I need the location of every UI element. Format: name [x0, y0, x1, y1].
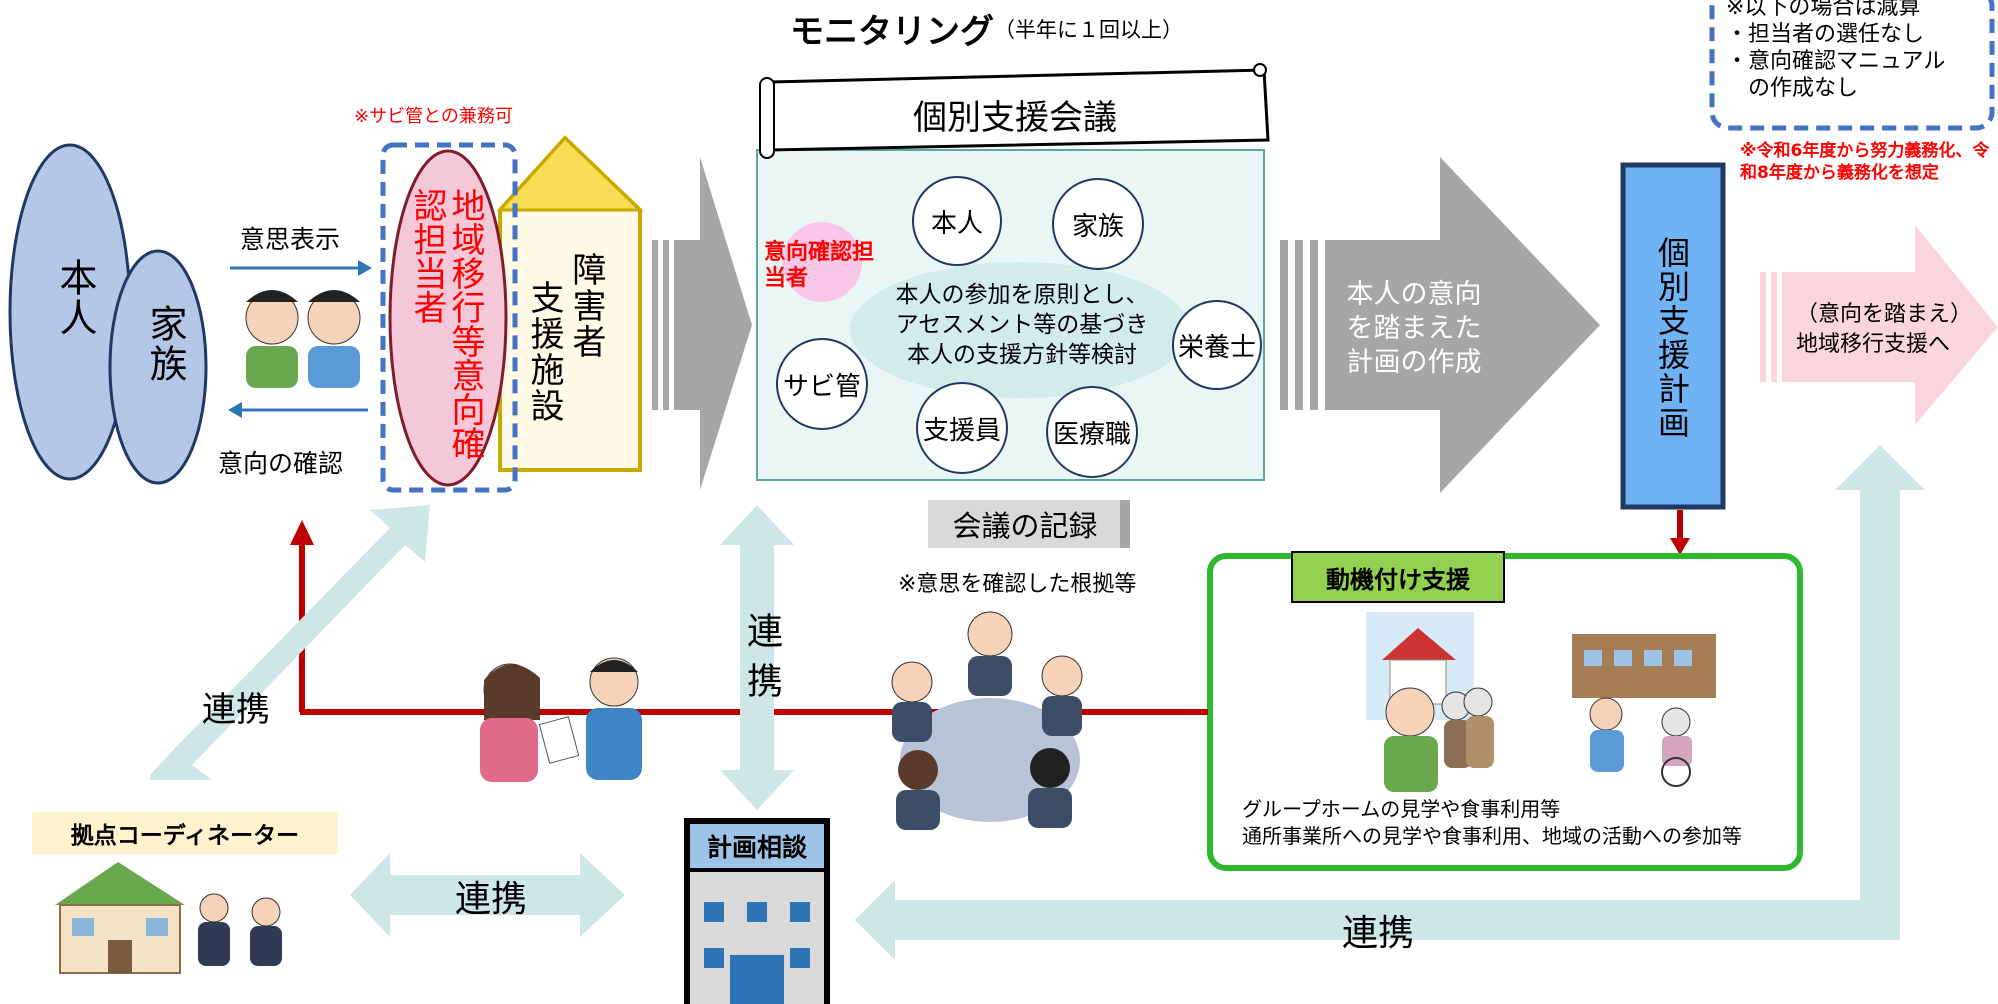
member-self: 本人 — [912, 176, 1002, 266]
sabikan-note: ※サビ管との兼務可 — [354, 106, 513, 127]
officer-ellipse — [388, 149, 508, 487]
officer-frame — [380, 142, 518, 493]
group-home-illustration — [1366, 612, 1494, 792]
cooperation-bottom-left: 連携 — [455, 879, 528, 920]
transition-line: （意向を踏まえ） — [1796, 302, 1973, 327]
coordinator-house-illustration — [55, 862, 185, 974]
member-family: 家族 — [1052, 178, 1144, 270]
officer-label: 地域移行等意向確認担当者 — [407, 188, 485, 460]
reduction-line: の作成なし — [1726, 76, 1859, 101]
teal-arrow-bottom — [855, 445, 1925, 960]
monitoring-title: モニタリング — [790, 12, 994, 52]
motivation-title-bg — [1291, 551, 1505, 603]
reduction-line: ・意向確認マニュアル — [1726, 49, 1946, 74]
family-label: 家族 — [143, 304, 187, 384]
teal-arrow-horizontal — [350, 853, 625, 937]
gray-arrow-1 — [674, 157, 752, 490]
cooperation-vertical: 連携 — [741, 612, 782, 712]
confirm-label: 意向の確認 — [218, 449, 344, 478]
monitoring-note: （半年に１回以上） — [994, 18, 1183, 42]
plan-box — [1620, 162, 1726, 510]
transition-text: （意向を踏まえ） 地域移行支援へ — [1796, 300, 1996, 360]
member-sabikan: サビ管 — [776, 338, 868, 430]
family-ellipse — [108, 249, 208, 485]
plan-arrow-line: 計画の作成 — [1346, 347, 1482, 378]
meeting-officer-label: 意向確認担当者 — [764, 240, 875, 291]
member-nutrition: 栄養士 — [1172, 300, 1262, 390]
reduction-note: ※以下の場合は減算 ・担当者の選任なし ・意向確認マニュアル の作成なし — [1726, 0, 1945, 102]
meeting-table-illustration — [891, 611, 1083, 830]
coordinator-label-bg — [32, 812, 338, 854]
motivation-line: 通所事業所への見学や食事利用、地域の活動への参加等 — [1242, 824, 1742, 848]
transition-arrow-shape — [1782, 225, 1998, 425]
meeting-center-ellipse — [850, 262, 1190, 398]
plan-arrow-text: 本人の意向 を踏まえた 計画の作成 — [1340, 278, 1488, 380]
meeting-title: 個別支援会議 — [913, 97, 1117, 138]
plan-arrow-line: を踏まえた — [1346, 313, 1482, 344]
two-people-talking-illustration — [245, 290, 361, 388]
transition-line: 地域移行支援へ — [1796, 332, 1951, 357]
officer-highlight — [782, 222, 862, 302]
motivation-title: 動機付け支援 — [1326, 565, 1470, 594]
obligation-note: ※令和6年度から努力義務化、令和8年度から義務化を想定 — [1740, 141, 1990, 183]
teal-arrow-vertical — [720, 505, 794, 810]
plan-arrow-shape — [1325, 157, 1600, 493]
facility-label-line1: 障害者 — [566, 252, 606, 360]
consultation-building — [684, 818, 830, 1004]
facility-label-line2: 支援施設 — [524, 280, 564, 424]
meeting-center-line: アセスメント等の基づき — [895, 312, 1149, 338]
reduction-line: ・担当者の選任なし — [1726, 22, 1925, 47]
cooperation-bottom-right: 連携 — [1342, 913, 1415, 954]
expression-label: 意思表示 — [240, 225, 341, 254]
meeting-center-line: 本人の参加を原則とし、 — [895, 282, 1149, 308]
motivation-text: グループホームの見学や食事利用等 通所事業所への見学や食事利用、地域の活動への参… — [1242, 796, 1742, 850]
plan-arrow-line: 本人の意向 — [1346, 279, 1482, 310]
self-label: 本人 — [53, 258, 97, 338]
record-note: ※意思を確認した根拠等 — [898, 572, 1137, 597]
member-medical: 医療職 — [1046, 386, 1138, 478]
reduction-line: ※以下の場合は減算 — [1726, 0, 1921, 20]
teal-arrow-diagonal — [150, 505, 430, 780]
reduction-box-frame — [1709, 0, 1995, 131]
consultation-label: 計画相談 — [706, 833, 807, 862]
motivation-line: グループホームの見学や食事利用等 — [1242, 797, 1561, 821]
interview-illustration — [480, 657, 642, 782]
meeting-center-line: 本人の支援方針等検討 — [907, 342, 1137, 368]
plan-box-label: 個別支援計画 — [1653, 236, 1691, 440]
record-label: 会議の記録 — [952, 509, 1098, 543]
cooperation-left: 連携 — [202, 690, 270, 730]
meeting-center-text: 本人の参加を原則とし、 アセスメント等の基づき 本人の支援方針等検討 — [882, 280, 1162, 370]
day-facility-illustration — [1572, 634, 1716, 787]
member-support: 支援員 — [916, 382, 1008, 474]
coordinator-label: 拠点コーディネーター — [70, 823, 300, 849]
record-tab — [928, 500, 1130, 548]
coordinator-staff-illustration — [198, 893, 282, 966]
